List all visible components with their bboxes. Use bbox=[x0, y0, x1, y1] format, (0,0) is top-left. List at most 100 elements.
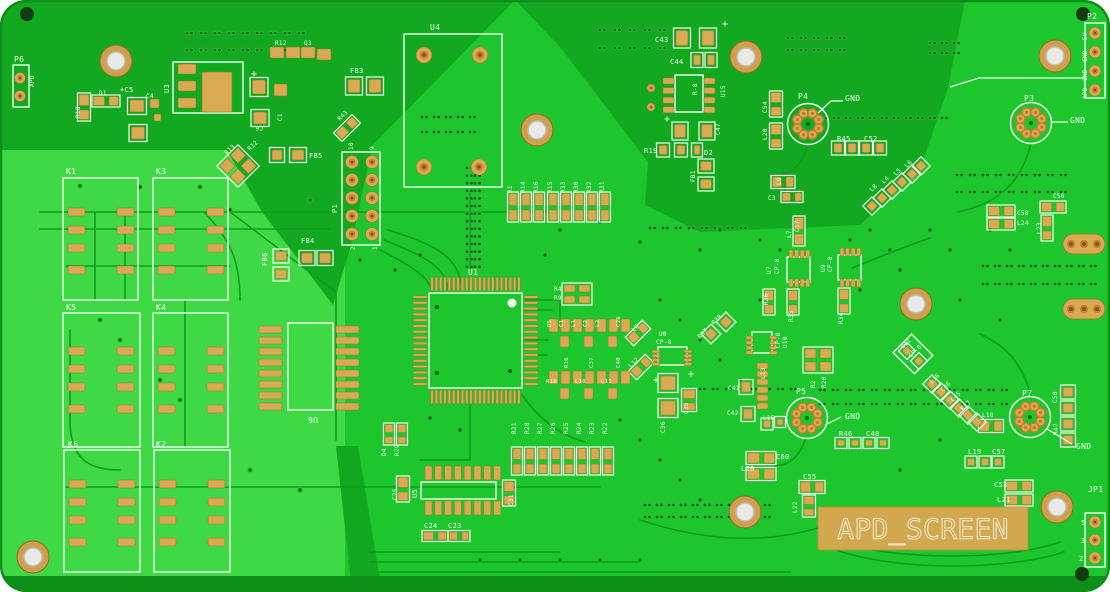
silkscreen-outline bbox=[601, 446, 615, 476]
via bbox=[1093, 281, 1098, 287]
silkscreen-outline bbox=[153, 449, 231, 573]
via bbox=[477, 180, 482, 186]
via bbox=[991, 387, 996, 393]
smd-pad bbox=[660, 400, 676, 416]
smd-pad bbox=[640, 356, 652, 368]
oval-connector-hole bbox=[1082, 242, 1086, 246]
via bbox=[712, 225, 718, 231]
via bbox=[986, 401, 992, 407]
silkscreen-label: C3 bbox=[768, 195, 776, 202]
oval-connector-hole bbox=[1069, 242, 1073, 246]
via bbox=[973, 401, 979, 407]
via bbox=[448, 114, 453, 120]
silkscreen-label: R45 bbox=[837, 135, 851, 143]
smd-pad bbox=[583, 335, 594, 348]
silkscreen-outline bbox=[249, 76, 269, 98]
smd-pad bbox=[384, 436, 394, 444]
smd-pad bbox=[397, 491, 409, 501]
component-passive bbox=[768, 90, 784, 118]
through-hole-pad-hole bbox=[650, 87, 652, 89]
via bbox=[848, 401, 853, 407]
silkscreen-label: FB4 bbox=[301, 237, 315, 245]
silkscreen-label: C40 bbox=[616, 357, 622, 368]
via bbox=[678, 225, 683, 231]
smd-pad bbox=[1062, 435, 1074, 445]
via bbox=[908, 387, 914, 393]
via bbox=[472, 129, 477, 135]
smd-pad bbox=[620, 318, 631, 333]
via bbox=[697, 337, 703, 343]
via bbox=[932, 40, 937, 46]
via bbox=[469, 249, 474, 254]
silkscreen-outline bbox=[510, 446, 524, 476]
connector-pad-hole bbox=[1033, 132, 1038, 136]
copper-trace bbox=[387, 229, 463, 289]
silkscreen-label: C60 bbox=[776, 453, 790, 461]
smd-pad bbox=[1021, 481, 1032, 491]
silkscreen-label: L6 bbox=[903, 159, 914, 170]
via bbox=[691, 225, 696, 231]
via bbox=[1033, 263, 1038, 269]
via bbox=[245, 30, 250, 36]
via bbox=[997, 317, 1003, 323]
silkscreen-outline bbox=[519, 191, 533, 223]
dark-bottom-edge bbox=[0, 576, 1110, 592]
smd-pad bbox=[988, 206, 1000, 216]
smd-pad bbox=[620, 370, 631, 385]
silkscreen-outline bbox=[62, 312, 141, 448]
smd-pad bbox=[447, 389, 451, 405]
fiducial-dot bbox=[435, 305, 439, 309]
smd-pad bbox=[67, 346, 86, 356]
silkscreen-label: R29 bbox=[394, 444, 401, 456]
via bbox=[997, 263, 1002, 269]
smd-pad bbox=[662, 106, 675, 114]
component-passive bbox=[598, 191, 612, 223]
via bbox=[835, 387, 840, 393]
smd-pad bbox=[584, 318, 595, 333]
silkscreen-label: R20 bbox=[821, 376, 828, 388]
via bbox=[913, 401, 918, 407]
silkscreen-label: C4 bbox=[146, 93, 154, 100]
smd-pad bbox=[452, 276, 456, 292]
via bbox=[803, 47, 808, 53]
smd-pad bbox=[523, 307, 539, 311]
smd-pad bbox=[741, 381, 751, 393]
connector-circle-outline bbox=[786, 102, 830, 146]
through-hole-pad-hole bbox=[1093, 50, 1097, 54]
silkscreen-label: + bbox=[664, 114, 670, 125]
via bbox=[836, 115, 841, 121]
via bbox=[831, 115, 837, 121]
silkscreen-label: U3 bbox=[163, 84, 171, 93]
via bbox=[177, 397, 183, 403]
via bbox=[887, 401, 892, 407]
smd-pad bbox=[454, 500, 462, 516]
smd-pad bbox=[521, 193, 531, 206]
via bbox=[1088, 263, 1094, 269]
smd-pad bbox=[412, 341, 428, 345]
via bbox=[921, 401, 927, 407]
component-passive bbox=[250, 108, 270, 128]
via bbox=[695, 502, 700, 508]
smd-pad bbox=[258, 369, 283, 378]
via bbox=[908, 401, 914, 407]
smd-pad bbox=[149, 98, 160, 109]
via bbox=[891, 115, 897, 121]
via bbox=[245, 47, 250, 53]
via bbox=[927, 50, 933, 56]
component-passive bbox=[802, 346, 834, 374]
silkscreen-label: U15 bbox=[720, 85, 727, 97]
via bbox=[455, 114, 461, 120]
via bbox=[296, 30, 302, 36]
component-passive bbox=[382, 422, 396, 446]
smd-pad bbox=[1055, 202, 1065, 212]
silkscreen-line bbox=[1046, 428, 1073, 445]
smd-pad bbox=[463, 465, 472, 481]
mounting-hole bbox=[23, 547, 43, 567]
via bbox=[1033, 281, 1038, 287]
via bbox=[1024, 189, 1029, 195]
smd-pad bbox=[508, 209, 518, 221]
smd-pad bbox=[258, 325, 283, 334]
component-passive bbox=[395, 422, 409, 446]
smd-pad bbox=[683, 358, 693, 362]
via bbox=[1004, 387, 1009, 393]
